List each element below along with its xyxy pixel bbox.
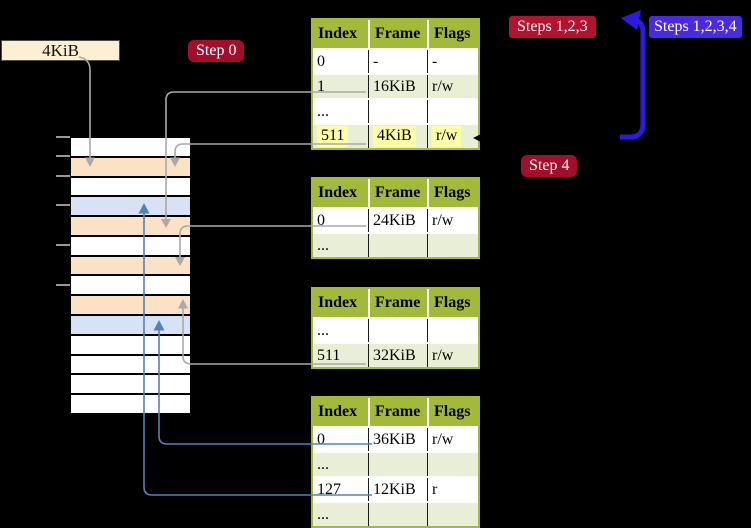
memory-frame-row [71,375,190,396]
table-cell: 511 [317,346,341,364]
table-cell [368,319,427,342]
table-header-cell: Flags [427,398,478,426]
table-cell [368,503,427,526]
memory-frame-row [71,138,190,158]
memory-frame-row [71,316,190,336]
table-cell: r/w [427,428,478,451]
table-header-cell: Index [318,403,358,420]
table-cell: ... [317,236,329,254]
table-header-cell: Flags [427,20,478,48]
table-cell: 12KiB [368,478,427,501]
frame-size-label: 4KiB [1,40,120,61]
table-cell: 24KiB [368,209,427,232]
table-cell: 0 [317,52,325,70]
memory-frame-row [71,395,190,413]
physical-memory-stack [69,136,192,415]
table-cell [427,100,478,123]
steps-1234-badge: Steps 1,2,3,4 [649,16,742,38]
steps-123-badge: Steps 1,2,3 [509,16,596,38]
stack-tick-marks [56,136,70,286]
memory-frame-row [71,276,190,297]
memory-frame-row [71,157,190,178]
table-cell: 0 [317,430,325,448]
table-header-cell: Frame [368,179,427,207]
table-header-cell: Frame [368,398,427,426]
table-cell: ... [317,102,329,120]
table-cell [368,100,427,123]
table-cell: - [427,50,478,73]
step-0-badge: Step 0 [188,40,245,62]
memory-frame-row [71,335,190,356]
table-cell: ... [317,455,329,473]
memory-frame-row [71,296,190,317]
table-cell: ... [317,321,329,339]
table-cell: r [427,478,478,501]
table-cell [368,234,427,257]
table-header-cell: Index [318,25,358,42]
table-cell: ... [317,505,329,523]
table-cell: r/w [427,344,478,367]
table-cell: - [368,50,427,73]
table-cell: 127 [317,480,341,498]
table-cell [427,234,478,257]
table-row: ... [313,232,478,257]
step-4-badge: Step 4 [521,155,578,177]
table-cell: 16KiB [368,75,427,98]
memory-frame-row [71,197,190,218]
table-header-cell: Frame [368,289,427,317]
table-row: ... [313,451,478,476]
table-cell: r/w [427,125,478,148]
table-cell [368,453,427,476]
table-cell: r/w [427,209,478,232]
table-header-cell: Flags [427,179,478,207]
table-cell: 32KiB [368,344,427,367]
table-cell [427,503,478,526]
table-cell: 511 [313,125,368,148]
table-row: 0 -- [313,48,478,73]
table-header-cell: Index [318,184,358,201]
table-header-cell: Frame [368,20,427,48]
table-cell: 4KiB [368,125,427,148]
table-row: ... [313,501,478,526]
table-cell: r/w [427,75,478,98]
table-cell: 36KiB [368,428,427,451]
table-cell: 1 [317,77,325,95]
table-header-cell: Flags [427,289,478,317]
table-cell [427,319,478,342]
loop-back-arrowhead-icon [621,10,641,30]
loop-back-arrow [620,17,646,140]
memory-frame-row [71,177,190,198]
table-header-cell: Index [318,294,358,311]
memory-frame-row [71,236,190,257]
memory-frame-row [71,355,190,376]
table-cell: 0 [317,211,325,229]
memory-frame-row [71,217,190,237]
memory-frame-row [71,256,190,277]
table-row: ... [313,98,478,123]
table-cell [427,453,478,476]
table-row: ... [313,317,478,342]
